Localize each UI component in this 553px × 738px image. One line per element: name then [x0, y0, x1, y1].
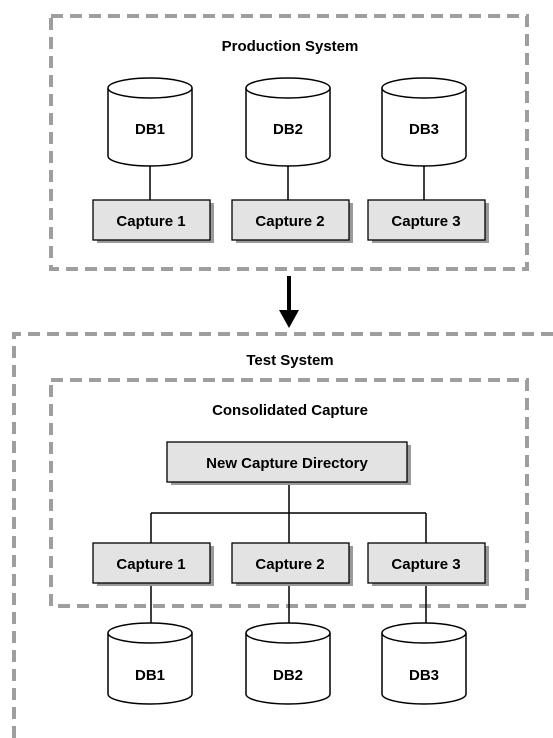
- test-capture-1-box: Capture 1: [92, 542, 214, 586]
- down-arrow: [279, 276, 299, 328]
- test-capture-2-label: Capture 2: [255, 556, 324, 573]
- test-capture-1-label: Capture 1: [116, 556, 185, 573]
- production-capture-2-box: Capture 2: [231, 199, 353, 243]
- test-db1-cylinder: DB1: [107, 622, 193, 705]
- test-capture-2-box: Capture 2: [231, 542, 353, 586]
- test-system-boundary: [12, 332, 553, 738]
- production-db2-cylinder: DB2: [245, 77, 331, 167]
- production-capture-3-box: Capture 3: [367, 199, 489, 243]
- production-capture-2-label: Capture 2: [255, 213, 324, 230]
- consolidated-capture-title: Consolidated Capture: [212, 402, 368, 419]
- production-capture-1-label: Capture 1: [116, 213, 185, 230]
- production-capture-1-box: Capture 1: [92, 199, 214, 243]
- test-db1-label: DB1: [135, 667, 165, 684]
- test-db2-cylinder: DB2: [245, 622, 331, 705]
- production-system-title: Production System: [222, 38, 359, 55]
- new-capture-directory-label: New Capture Directory: [206, 455, 368, 472]
- test-db3-label: DB3: [409, 667, 439, 684]
- production-db1-cylinder: DB1: [107, 77, 193, 167]
- production-capture-3-label: Capture 3: [391, 213, 460, 230]
- new-capture-directory-box: New Capture Directory: [166, 441, 411, 485]
- test-db3-cylinder: DB3: [381, 622, 467, 705]
- production-db3-label: DB3: [409, 121, 439, 138]
- production-db3-cylinder: DB3: [381, 77, 467, 167]
- production-system-boundary: [49, 14, 529, 271]
- test-capture-3-box: Capture 3: [367, 542, 489, 586]
- production-db1-label: DB1: [135, 121, 165, 138]
- test-capture-3-label: Capture 3: [391, 556, 460, 573]
- directory-tree-connector: [150, 485, 427, 543]
- test-db2-label: DB2: [273, 667, 303, 684]
- production-db2-label: DB2: [273, 121, 303, 138]
- test-system-title: Test System: [246, 352, 333, 369]
